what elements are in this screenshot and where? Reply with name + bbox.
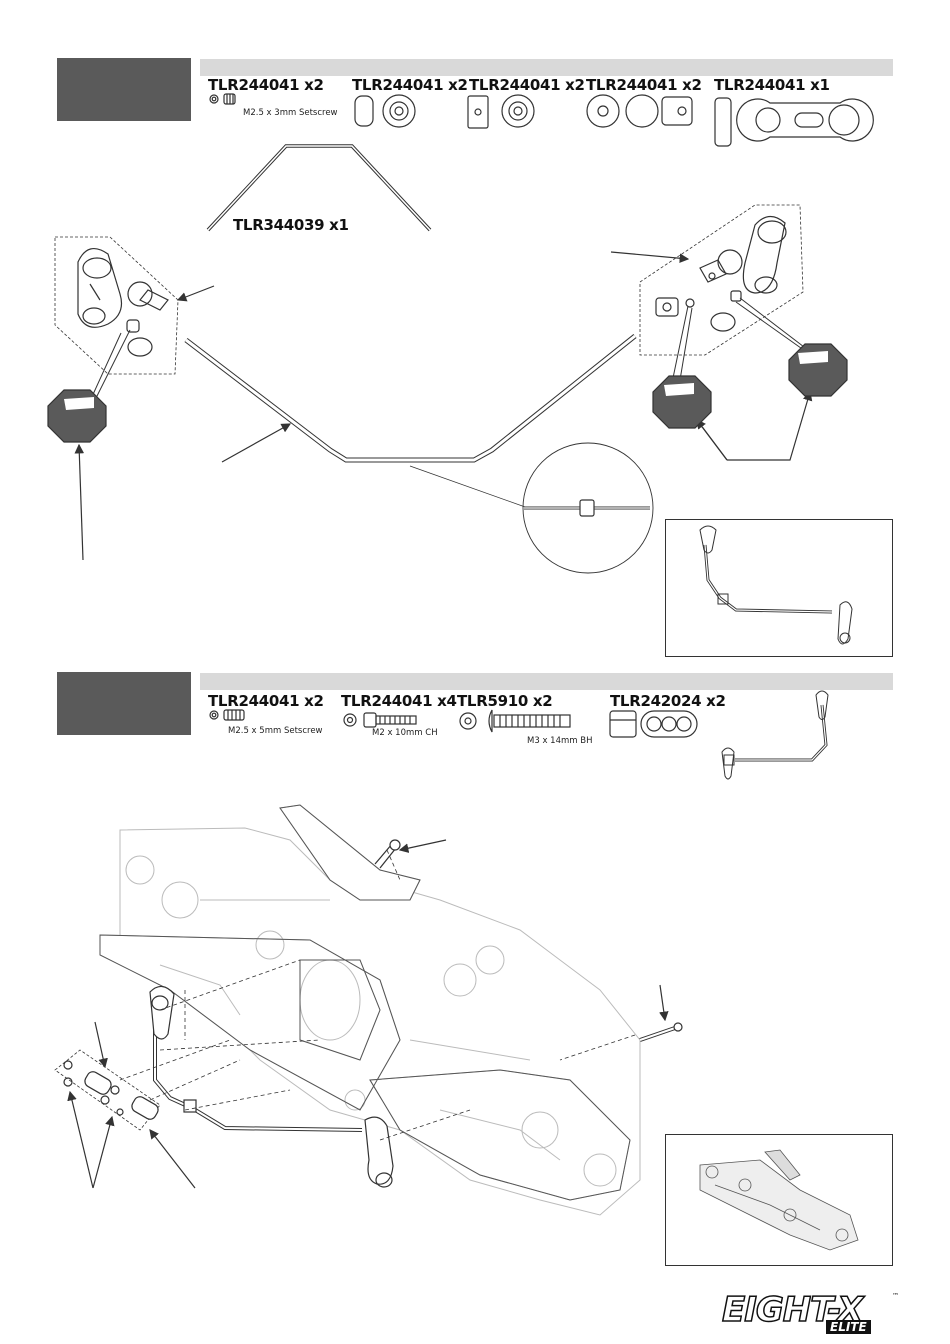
- left-arm-assembly: [78, 249, 168, 356]
- rear-sway-bar-arm-right: [365, 1117, 393, 1187]
- thread-lock-icon-3: [789, 344, 847, 396]
- setscrew-icon: [210, 94, 235, 104]
- inset1-assembled-bar: [700, 526, 852, 644]
- screw-right-icon: [640, 1023, 682, 1040]
- screw-top-icon: [375, 840, 400, 868]
- ball-icon: [587, 95, 692, 127]
- spacer-icon: [355, 95, 415, 127]
- mount-block-icons: [64, 1061, 160, 1121]
- thread-lock-icon-2: [653, 376, 711, 428]
- step2-bar-preview: [722, 691, 828, 779]
- collar-icon: [468, 95, 534, 128]
- button-head-screw-icon: [460, 710, 570, 732]
- sway-bar-top: [208, 146, 430, 230]
- trademark-symbol: ™: [892, 1292, 899, 1300]
- cap-screw-icon: [344, 713, 416, 727]
- sway-bar-arm-icon: [715, 98, 873, 146]
- logo-sub-text: ELITE: [826, 1320, 871, 1334]
- right-arm-assembly: [656, 216, 786, 331]
- sway-bar-main: [186, 336, 635, 460]
- link-block-icon: [610, 711, 697, 737]
- thread-lock-icon: [48, 390, 106, 442]
- eight-x-elite-logo: EIGHT-X ELITE ™: [722, 1290, 900, 1336]
- setscrew-5mm-icon: [210, 710, 244, 720]
- inset2-chassis-thumbnail: [700, 1150, 858, 1250]
